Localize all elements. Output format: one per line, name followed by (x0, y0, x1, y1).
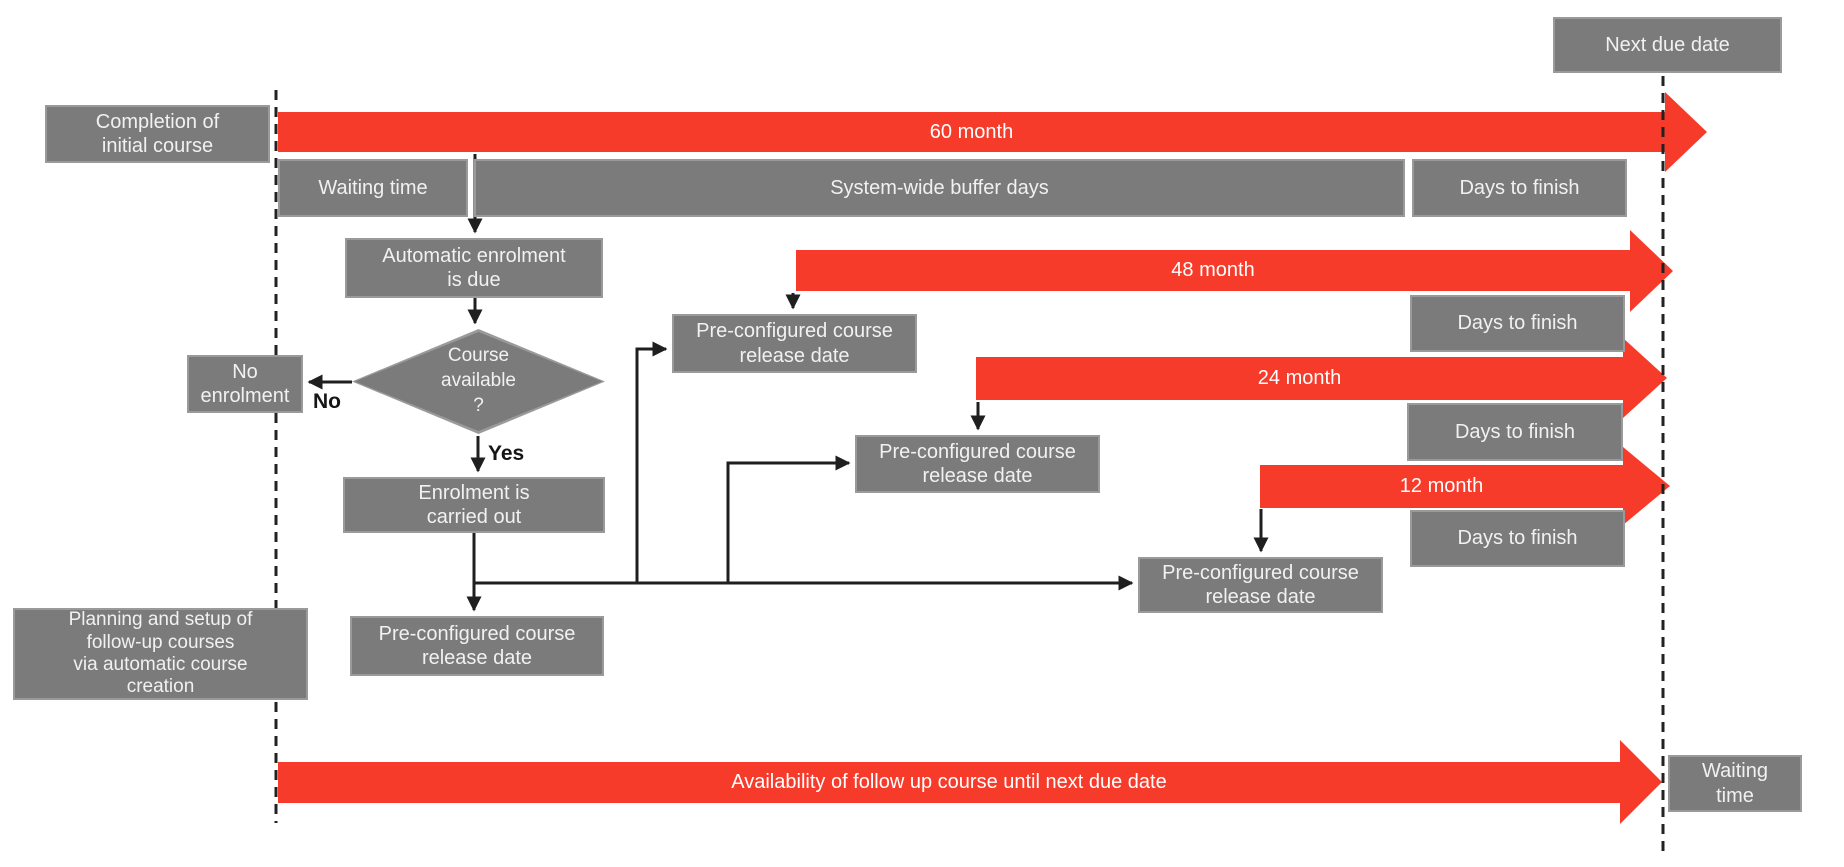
days-to-finish-label: Days to finish (1459, 176, 1580, 199)
days-to-finish-label: Days to finish (1457, 312, 1578, 335)
next-due-date-label: Next due date (1605, 33, 1730, 56)
completion-box: Completion of initial course (45, 105, 270, 163)
buffer-days-box: System-wide buffer days (474, 159, 1405, 217)
arrow-availability: Availability of follow up course until n… (278, 740, 1662, 824)
enrolment-carried-out-box: Enrolment is carried out (343, 477, 605, 533)
conn-riser-box1 (635, 341, 668, 583)
preconfigured-release-label: Pre-configured course release date (378, 622, 576, 669)
arrow-48-month-head (1630, 230, 1673, 312)
arrow-48-month-label: 48 month (1171, 259, 1255, 281)
waiting-time-box: Waiting time (278, 159, 468, 217)
arrow-12-month-label: 12 month (1399, 475, 1484, 497)
planning-setup-label: Planning and setup of follow-up courses … (68, 609, 253, 698)
decision-no-label: No (313, 390, 341, 413)
preconfigured-release-box-3: Pre-configured course release date (1138, 557, 1383, 613)
course-available-label: Course available ? (441, 345, 516, 416)
waiting-time-end-box: Waiting time (1668, 755, 1802, 812)
waiting-time-end-label: Waiting time (1702, 760, 1768, 807)
preconfigured-release-box-1: Pre-configured course release date (672, 314, 917, 373)
arrow-24-month-head (1623, 338, 1667, 418)
planning-setup-box: Planning and setup of follow-up courses … (13, 608, 308, 700)
arrow-60-month: 60 month (278, 92, 1707, 172)
auto-enrolment-box: Automatic enrolment is due (345, 238, 603, 298)
completion-label: Completion of initial course (95, 110, 220, 157)
days-to-finish-box-1: Days to finish (1412, 159, 1627, 217)
arrow-availability-label: Availability of follow up course until n… (731, 771, 1167, 793)
days-to-finish-label: Days to finish (1454, 420, 1576, 443)
arrow-60-month-head (1665, 92, 1707, 172)
conn-riser-box2 (726, 455, 851, 583)
preconfigured-release-label: Pre-configured course release date (1162, 561, 1359, 608)
buffer-days-label: System-wide buffer days (830, 176, 1049, 199)
days-to-finish-box-4: Days to finish (1410, 510, 1625, 567)
arrow-60-month-label: 60 month (929, 120, 1014, 143)
arrow-24-month: 24 month (976, 338, 1667, 418)
no-enrolment-label: No enrolment (200, 360, 290, 407)
preconfigured-release-label: Pre-configured course release date (879, 440, 1076, 487)
days-to-finish-box-2: Days to finish (1410, 295, 1625, 352)
next-due-date-box: Next due date (1553, 17, 1782, 73)
auto-enrolment-label: Automatic enrolment is due (382, 244, 566, 291)
arrow-48-month: 48 month (796, 230, 1673, 312)
days-to-finish-label: Days to finish (1457, 527, 1578, 550)
arrow-24-month-label: 24 month (1257, 367, 1342, 389)
decision-yes-label: Yes (488, 442, 525, 465)
enrolment-carried-out-label: Enrolment is carried out (418, 481, 530, 528)
preconfigured-release-box-0: Pre-configured course release date (350, 616, 604, 676)
days-to-finish-box-3: Days to finish (1407, 403, 1623, 461)
preconfigured-release-label: Pre-configured course release date (696, 320, 893, 367)
waiting-time-label: Waiting time (318, 176, 428, 199)
preconfigured-release-box-2: Pre-configured course release date (855, 435, 1100, 493)
no-enrolment-box: No enrolment (187, 355, 303, 413)
arrow-availability-head (1620, 740, 1662, 824)
